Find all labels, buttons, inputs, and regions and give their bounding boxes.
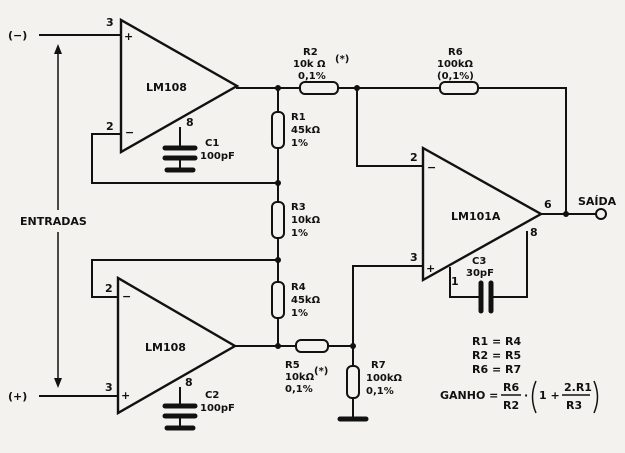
node-u2-out — [275, 343, 281, 349]
wire-u2-feedback — [91, 259, 279, 298]
resistor-r1 — [271, 111, 285, 149]
c1-value: 100pF — [200, 151, 235, 162]
r6-value: 100kΩ — [437, 59, 474, 70]
r7-tol: 0,1% — [366, 386, 394, 397]
opamp-u3-label: LM101A — [451, 210, 501, 223]
resistor-r7 — [346, 365, 360, 399]
resistor-r5 — [295, 339, 329, 353]
opamp-u2-pin8: 8 — [185, 376, 193, 389]
resistor-r6 — [439, 81, 479, 95]
gain-paren-left — [531, 380, 537, 414]
opamp-u3-pin3: 3 — [410, 251, 418, 264]
opamp-u1-pin3: 3 — [106, 16, 114, 29]
opamp-u2-plus-sign: + — [121, 389, 130, 402]
input-neg-label: (−) — [8, 29, 27, 42]
r5-mark: (*) — [314, 366, 328, 377]
gain-dot: · — [524, 389, 528, 402]
note-eq1: R1 = R4 — [472, 335, 521, 348]
resistor-r2 — [299, 81, 339, 95]
r5-name: R5 — [285, 360, 300, 371]
opamp-u3-pin2: 2 — [410, 151, 418, 164]
r1-name: R1 — [291, 112, 306, 123]
gain-den: R2 — [503, 399, 519, 412]
r5-value: 10kΩ — [285, 372, 315, 383]
opamp-u1-minus-sign: − — [125, 126, 134, 139]
r2-mark: (*) — [335, 54, 349, 65]
opamp-u3-pin6: 6 — [544, 198, 552, 211]
opamp-u3-pin8: 8 — [530, 226, 538, 239]
opamp-u3-plus-sign: + — [426, 262, 435, 275]
wire-u3-noninv — [352, 265, 424, 347]
r7-value: 100kΩ — [366, 373, 403, 384]
opamp-u1-label: LM108 — [146, 81, 187, 94]
opamp-u3-minus-sign: − — [427, 161, 436, 174]
arrow-entradas-top-head — [54, 44, 62, 54]
c3-value: 30pF — [466, 268, 494, 279]
opamp-u2-minus-sign: − — [122, 290, 131, 303]
r1-value: 45kΩ — [291, 125, 321, 136]
note-eq3: R6 = R7 — [472, 363, 521, 376]
output-label: SAÍDA — [578, 195, 617, 208]
r4-tol: 1% — [291, 308, 308, 319]
arrow-entradas-bottom-head — [54, 378, 62, 388]
opamp-u1-pin2: 2 — [106, 120, 114, 133]
r3-value: 10kΩ — [291, 215, 321, 226]
wire-r6-out — [477, 87, 567, 215]
r3-name: R3 — [291, 202, 306, 213]
opamp-u2-pin3: 3 — [105, 381, 113, 394]
r6-name: R6 — [448, 47, 463, 58]
wire-c3-left — [449, 267, 479, 298]
r2-tol: 0,1% — [298, 71, 326, 82]
c2-name: C2 — [205, 390, 219, 401]
note-eq2: R2 = R5 — [472, 349, 521, 362]
r7-name: R7 — [371, 360, 386, 371]
opamp-u3 — [421, 145, 544, 283]
opamp-u1 — [119, 17, 240, 155]
r3-tol: 1% — [291, 228, 308, 239]
opamp-u1-plus-sign: + — [124, 30, 133, 43]
opamp-u2-pin2: 2 — [105, 282, 113, 295]
opamp-u1-pin8: 8 — [186, 116, 194, 129]
c1-name: C1 — [205, 138, 219, 149]
r5-tol: 0,1% — [285, 384, 313, 395]
r2-value: 10k Ω — [293, 59, 326, 70]
gain-inner-num: 2.R1 — [564, 381, 592, 394]
gain-one-plus: 1 + — [539, 389, 560, 402]
r6-tol: (0,1%) — [437, 71, 474, 82]
wire-c3-right — [493, 231, 528, 298]
wire-u1-feedback — [91, 133, 279, 184]
gain-num: R6 — [503, 381, 519, 394]
opamp-u2-label: LM108 — [145, 341, 186, 354]
r4-name: R4 — [291, 282, 306, 293]
r1-tol: 1% — [291, 138, 308, 149]
c3-name: C3 — [472, 256, 486, 267]
wire-u3-inv — [356, 87, 424, 167]
gain-label: GANHO = — [440, 389, 498, 402]
input-pos-label: (+) — [8, 390, 27, 403]
opamp-u2 — [116, 275, 238, 416]
opamp-u3-pin1: 1 — [451, 275, 459, 288]
r2-name: R2 — [303, 47, 318, 58]
r4-value: 45kΩ — [291, 295, 321, 306]
entradas-label: ENTRADAS — [20, 215, 87, 228]
gain-inner-den: R3 — [566, 399, 582, 412]
resistor-r3 — [271, 201, 285, 239]
c2-value: 100pF — [200, 403, 235, 414]
node-output — [563, 211, 569, 217]
resistor-r4 — [271, 281, 285, 319]
node-r1-r3 — [275, 180, 281, 186]
output-terminal — [595, 208, 607, 220]
gain-paren-right — [593, 380, 599, 414]
